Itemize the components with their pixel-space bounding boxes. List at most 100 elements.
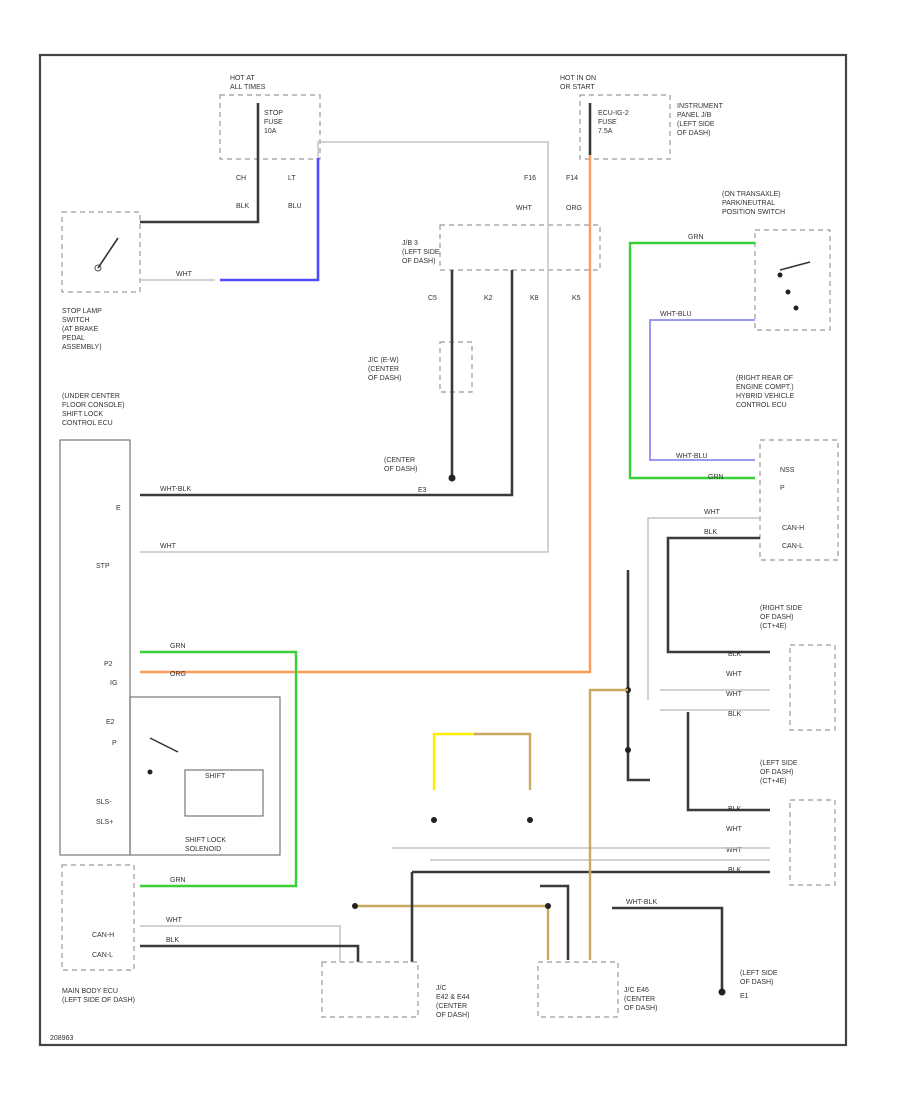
wire-label-wht-ld1: WHT — [726, 826, 743, 833]
jc-center-a-box — [321, 961, 419, 1018]
wire-label-blk-mb: BLK — [166, 937, 180, 944]
diagram-frame — [38, 53, 848, 1047]
tan-splice-dot-2 — [545, 903, 551, 909]
hybrid-pin-nss: NSS — [780, 467, 795, 474]
yellow-loop-left — [432, 732, 474, 790]
p2-green-wire — [140, 650, 298, 888]
ecu-pin-e: E — [116, 505, 121, 512]
can-h-mb-wire — [140, 925, 341, 962]
diagram-footer-code: 208963 — [50, 1035, 73, 1042]
pn-contact-2 — [785, 289, 791, 295]
wire-label-wht-can: WHT — [704, 509, 721, 516]
splice-column-wire — [626, 570, 650, 782]
can-l-mb-wire — [140, 944, 360, 962]
ecu-pin-sls-minus: SLS- — [96, 799, 112, 806]
ecu-pin-e2: E2 — [106, 719, 115, 726]
main-body-ecu-label: MAIN BODY ECU(LEFT SIDE OF DASH) — [62, 988, 135, 1004]
ecu-pin-p: P — [112, 740, 117, 747]
pn-switch-blade — [779, 261, 811, 271]
pn-green-wire — [628, 241, 755, 480]
solenoid-coil-box — [184, 769, 264, 817]
shift-lock-ecu-box — [59, 439, 131, 856]
park-neutral-switch-box — [754, 229, 831, 331]
splice-dot-2 — [625, 747, 631, 753]
stop-lamp-switch-box — [61, 211, 141, 293]
mb-pin-can-h: CAN-H — [92, 932, 114, 939]
hybrid-pin-can-h: CAN-H — [782, 525, 804, 532]
loop-dot-right — [527, 817, 533, 823]
wire-label-org-ig: ORG — [170, 671, 186, 678]
wire-label-grn-pn: GRN — [688, 234, 704, 241]
wire-label-wht-stp: WHT — [160, 543, 177, 550]
wire-label-wht-mb: WHT — [166, 917, 183, 924]
left-side-dash-connector — [789, 799, 836, 886]
left-ground-dot — [718, 988, 726, 996]
center-ground-id: E3 — [418, 487, 427, 494]
mb-pin-can-l: CAN-L — [92, 952, 113, 959]
left-ground-wire — [612, 906, 724, 990]
wire-label-f16: F16 — [524, 175, 536, 182]
wire-label-blk-rd1: BLK — [728, 651, 742, 658]
ecu-pin-sls-plus: SLS+ — [96, 819, 113, 826]
pn-contact-3 — [793, 305, 799, 311]
wire-label-wht-rd1: WHT — [726, 671, 743, 678]
wire-label-wht-ld2: WHT — [726, 847, 743, 854]
stop-fuse-box — [219, 94, 321, 160]
wire-label-blk: BLK — [236, 203, 250, 210]
ecu-pin-stp: STP — [96, 563, 110, 570]
loop-dot-left — [431, 817, 437, 823]
wire-label-org-top: ORG — [566, 205, 582, 212]
top-bus-white — [317, 141, 549, 158]
stop-lamp-feed-wire — [140, 155, 260, 224]
wire-label-wht-blu-hv: WHT-BLU — [676, 453, 708, 460]
wire-label-ch: CH — [236, 175, 246, 182]
tan-splice-wire — [588, 688, 628, 960]
pn-contact-1 — [777, 272, 783, 278]
wire-label-blk-ld2: BLK — [728, 867, 742, 874]
shift-lock-solenoid-box — [129, 696, 281, 856]
wire-label-f14: F14 — [566, 175, 578, 182]
wire-label-blk-ld1: BLK — [728, 806, 742, 813]
ecu-ig2-fuse-box — [579, 94, 671, 160]
wire-label-wht-blk-e: WHT-BLK — [160, 486, 191, 493]
wire-label-grn-p2: GRN — [170, 643, 186, 650]
wire-label-grn-hv: GRN — [708, 474, 724, 481]
main-body-ecu-box — [61, 864, 135, 971]
wire-label-wht-blk-gnd: WHT-BLK — [626, 899, 657, 906]
e-wht-blk-wire — [140, 270, 514, 497]
left-dash-blk-wire — [686, 712, 770, 812]
wire-label-wht-top: WHT — [516, 205, 533, 212]
jb3-box — [439, 224, 601, 271]
wire-label-wht-blu-pn: WHT-BLU — [660, 311, 692, 318]
hybrid-ecu-box — [759, 439, 839, 561]
jc-ew-box — [439, 341, 473, 393]
tan-bottom-wire — [355, 904, 550, 960]
solenoid-switch-blade — [149, 737, 179, 753]
wire-label-k8: K8 — [530, 295, 539, 302]
wire-label-k2: K2 — [484, 295, 493, 302]
wire-label-lt: LT — [288, 175, 296, 182]
solenoid-inner-label: SHIFT — [205, 773, 226, 780]
tan-splice-dot — [352, 903, 358, 909]
can-l-blk-wire — [666, 536, 770, 654]
wire-label-blk-can: BLK — [704, 529, 718, 536]
can-h-wht-wire — [647, 517, 760, 700]
jc-center-b-box — [537, 961, 619, 1018]
